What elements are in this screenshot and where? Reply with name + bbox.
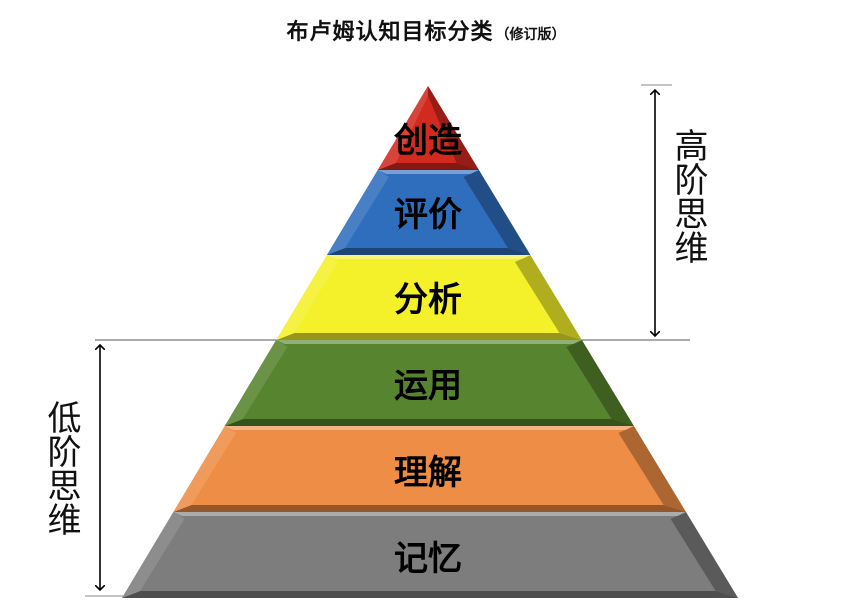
pyramid-layer-apply-bevel-top: [276, 340, 582, 344]
pyramid-layer-understand-bevel-bottom: [173, 505, 686, 512]
higher-order-label: 高阶思维: [668, 128, 708, 264]
pyramid-layers: [122, 86, 738, 598]
pyramid-layer-analyze-face: [294, 262, 560, 333]
pyramid-layer-remember-bevel-bottom: [122, 591, 738, 598]
pyramid-layer-remember-bevel-right: [670, 512, 738, 598]
level-label-understand: 理解: [394, 453, 462, 493]
pyramid-layer-apply-bevel-right: [566, 340, 634, 426]
pyramid-layer-create-bevel-right: [428, 86, 479, 170]
pyramid-layer-evaluate-bevel-top: [377, 170, 479, 174]
pyramid-layer-apply-bevel-bottom: [224, 419, 634, 426]
title-main: 布卢姆认知目标分类: [286, 19, 494, 45]
pyramid-labels: 创造 评价 分析 运用 理解 记忆: [393, 121, 462, 579]
pyramid-layer-analyze-bevel-top: [326, 255, 531, 259]
lower-order-label: 低阶思维: [41, 400, 81, 536]
level-label-analyze: 分析: [394, 280, 462, 320]
pyramid-layer-create-bevel-left: [377, 86, 428, 170]
pyramid-layer-understand-bevel-top: [224, 426, 634, 430]
pyramid-layer-analyze-bevel-left: [276, 255, 339, 340]
pyramid-layer-create-face: [395, 96, 457, 163]
pyramid-layer-remember-bevel-top: [173, 512, 686, 516]
pyramid-layer-understand-bevel-right: [618, 426, 686, 512]
pyramid-layer-remember-bevel-left: [122, 512, 185, 598]
title-subtitle: （修订版）: [495, 27, 566, 43]
level-label-create: 创造: [393, 121, 462, 161]
pyramid-layer-analyze-bevel-bottom: [276, 333, 582, 340]
pyramid-layer-remember-face: [140, 519, 716, 591]
pyramid-layer-analyze-bevel-right: [514, 255, 582, 340]
pyramid-layer-evaluate-face: [345, 177, 508, 248]
level-label-apply: 运用: [394, 366, 462, 406]
level-label-evaluate: 评价: [394, 195, 462, 235]
level-label-remember: 记忆: [394, 539, 462, 579]
pyramid-layer-evaluate-bevel-left: [326, 170, 389, 255]
pyramid-layer-apply-face: [242, 347, 612, 419]
pyramid-layer-create-bevel-bottom: [377, 163, 479, 170]
pyramid-layer-evaluate-bevel-right: [463, 170, 531, 255]
pyramid-layer-evaluate-bevel-bottom: [326, 248, 531, 255]
pyramid-layer-understand-face: [191, 433, 664, 505]
pyramid-layer-understand-bevel-left: [173, 426, 236, 512]
diagram-title: 布卢姆认知目标分类（修订版）: [0, 14, 852, 46]
pyramid-layer-apply-bevel-left: [224, 340, 288, 426]
